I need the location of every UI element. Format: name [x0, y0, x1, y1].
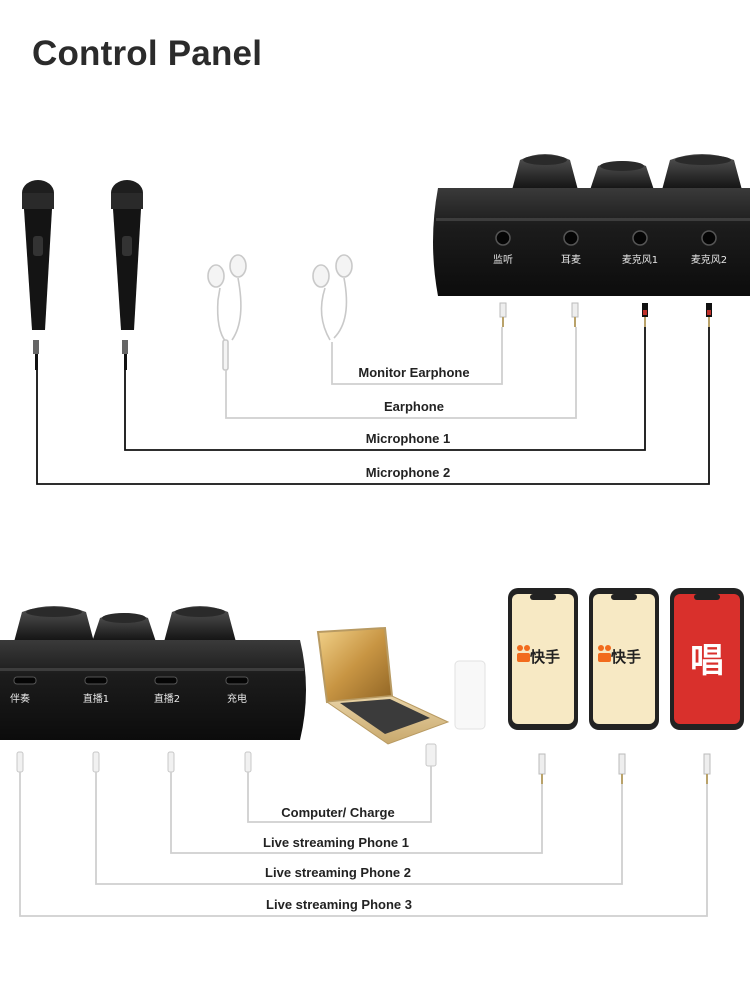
port-label: 直播1 — [83, 692, 109, 705]
audio-plug-icon — [499, 302, 507, 327]
connection-label: Earphone — [384, 399, 444, 414]
usb-plug-icon — [16, 751, 24, 773]
earphone-icon — [207, 254, 247, 371]
kuaishou-icon — [598, 645, 611, 662]
audio-plug-icon — [538, 753, 546, 784]
knob[interactable] — [164, 606, 236, 642]
audio-plug-icon — [706, 303, 712, 327]
audio-plug-icon — [642, 303, 648, 327]
kuaishou-icon — [517, 645, 530, 662]
cable-computer-charge — [247, 766, 432, 823]
earphone-icon — [312, 254, 353, 341]
cable-live-phone-1 — [170, 772, 543, 854]
live1-port[interactable] — [84, 676, 108, 685]
mic2-port[interactable] — [701, 230, 717, 246]
usb-plug-icon — [167, 751, 175, 773]
cable-live-phone-3 — [19, 772, 708, 917]
accompaniment-port[interactable] — [13, 676, 37, 685]
port-label: 直播2 — [154, 692, 180, 705]
port-label: 伴奏 — [10, 692, 30, 705]
phone-icon: 快手 — [508, 588, 578, 730]
connection-label: Monitor Earphone — [358, 365, 469, 380]
connection-label: Microphone 2 — [366, 465, 451, 480]
connection-label: Microphone 1 — [366, 431, 451, 446]
port-label: 麦克风1 — [622, 254, 658, 266]
cable-microphone-1 — [124, 327, 646, 451]
cable-earphone — [225, 327, 577, 419]
knob[interactable] — [512, 154, 578, 190]
connection-label: Computer/ Charge — [281, 805, 394, 820]
phone-icon: 快手 — [589, 588, 659, 730]
sound-card-device-bottom: 伴奏 直播1 直播2 充电 — [0, 606, 306, 740]
headset-port[interactable] — [563, 230, 579, 246]
sound-card-device-top: 监听 耳麦 麦克风1 麦克风2 — [433, 154, 750, 296]
page-title: Control Panel — [32, 34, 263, 73]
live2-port[interactable] — [154, 676, 178, 685]
microphone-icon — [22, 180, 54, 370]
audio-plug-icon — [618, 753, 626, 784]
changba-icon: 唱 — [690, 641, 724, 681]
usb-plug-icon — [244, 751, 252, 773]
cable-microphone-2 — [36, 327, 710, 485]
microphone-icon — [111, 180, 143, 370]
knob[interactable] — [92, 613, 156, 642]
knob[interactable] — [14, 606, 94, 642]
monitor-port[interactable] — [495, 230, 511, 246]
connection-label: Live streaming Phone 2 — [265, 865, 411, 880]
knob[interactable] — [590, 161, 654, 190]
connection-label: Live streaming Phone 1 — [263, 835, 409, 850]
phone-icon: 唱 — [670, 588, 744, 730]
port-label: 监听 — [493, 253, 513, 266]
app-name: 快手 — [530, 648, 560, 666]
port-label: 耳麦 — [561, 254, 581, 266]
laptop-icon — [316, 626, 450, 745]
cable-live-phone-2 — [95, 772, 623, 885]
audio-plug-icon — [571, 302, 579, 327]
charge-port[interactable] — [225, 676, 249, 685]
connection-label: Live streaming Phone 3 — [266, 897, 412, 912]
usb-plug-icon — [425, 743, 437, 767]
knob[interactable] — [662, 154, 742, 190]
mic1-port[interactable] — [632, 230, 648, 246]
usb-plug-icon — [92, 751, 100, 773]
power-bank-icon — [454, 660, 486, 730]
port-label: 充电 — [227, 692, 247, 705]
cable-monitor-earphone — [331, 327, 503, 385]
app-name: 快手 — [611, 648, 641, 666]
port-label: 麦克风2 — [691, 254, 727, 266]
audio-plug-icon — [703, 753, 711, 784]
